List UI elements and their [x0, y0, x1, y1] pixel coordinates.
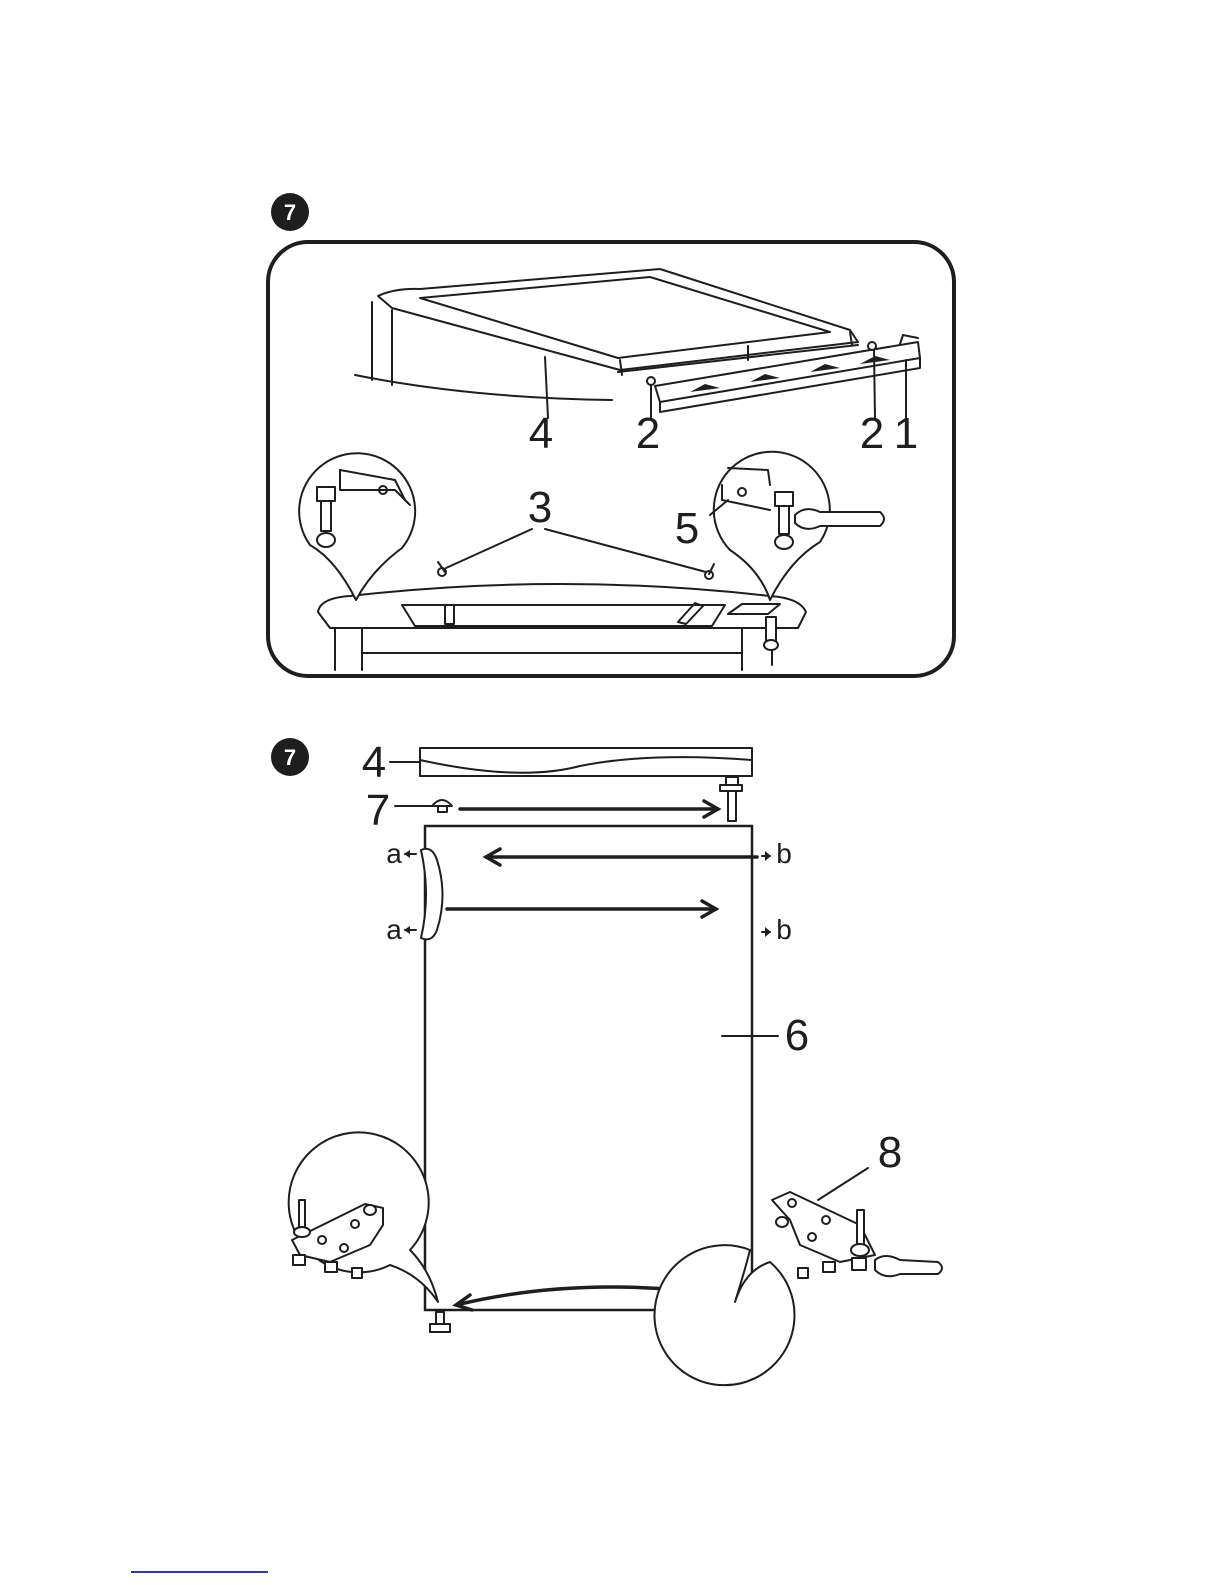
callout-2-screw-right: 2 — [860, 409, 884, 458]
callout-4-worktop: 4 — [529, 409, 553, 458]
top-hinge-pin — [720, 777, 742, 821]
footer-underline — [131, 1571, 268, 1573]
step-badge-top: 7 — [271, 193, 309, 231]
callout-3-screws: 3 — [528, 483, 552, 532]
appliance-front-top — [318, 584, 806, 670]
marker-b-bottom: b — [776, 914, 792, 945]
appliance-top-illustration — [355, 269, 920, 412]
callout-6-door: 6 — [785, 1011, 809, 1060]
screws-3 — [438, 529, 714, 579]
callout-4-worktop-side: 4 — [362, 738, 386, 787]
callout-2-screw-left: 2 — [636, 409, 660, 458]
arrow-cap-to-hinge — [460, 801, 718, 817]
cap-7 — [395, 800, 452, 812]
callout-1-rail: 1 — [894, 409, 918, 458]
callout-8-hinge-bracket: 8 — [878, 1128, 902, 1177]
step-badge-top-number: 7 — [284, 200, 296, 225]
marker-b-top: b — [776, 838, 792, 869]
callout-7-cap: 7 — [366, 786, 390, 835]
marker-a-top: a — [386, 838, 402, 869]
callout-5-hinge: 5 — [675, 504, 699, 553]
magnifier-bottom-left — [289, 1132, 438, 1302]
step-badge-bottom-number: 7 — [284, 745, 296, 770]
worktop-4-side — [390, 748, 752, 776]
marker-a-bottom: a — [386, 914, 402, 945]
magnifier-right-hinge — [710, 452, 884, 600]
step-badge-bottom: 7 — [271, 738, 309, 776]
door-6 — [425, 826, 752, 1310]
magnifier-left-hinge — [299, 453, 415, 600]
